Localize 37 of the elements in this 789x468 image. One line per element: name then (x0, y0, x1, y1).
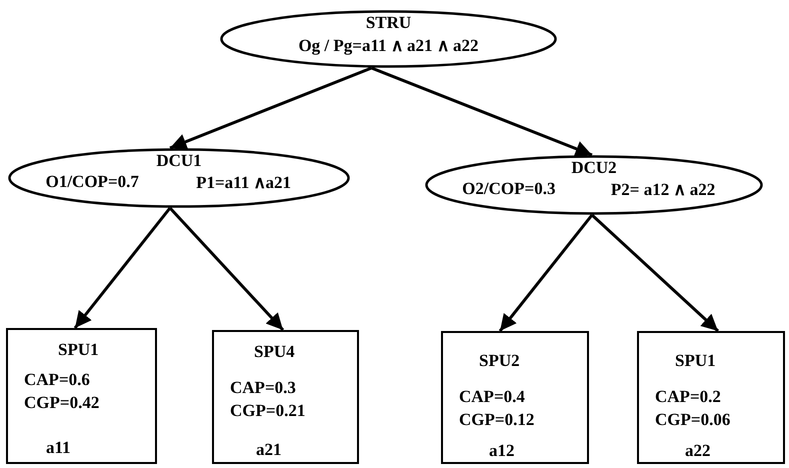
arrow (590, 214, 720, 332)
arrow (370, 66, 593, 157)
node-id: a22 (685, 441, 710, 461)
node-id: a21 (256, 440, 282, 460)
node-metric: CAP=0.2 (655, 387, 721, 407)
node-metric: CGP=0.42 (24, 393, 100, 413)
node-metric: CAP=0.4 (459, 387, 525, 407)
node-metric: CGP=0.06 (655, 410, 730, 430)
node-title: STRU (364, 13, 412, 33)
node-title: SPU4 (254, 342, 295, 362)
node-metric: CAP=0.6 (24, 370, 90, 390)
node-title: DCU1 (155, 151, 203, 171)
node-formula: P2= a12 ∧ a22 (610, 179, 716, 200)
node-formula: O2/COP=0.3 (462, 179, 556, 199)
node-metric: CGP=0.21 (230, 401, 306, 421)
process-box (637, 331, 785, 464)
node-title: SPU1 (58, 340, 99, 360)
arrow (169, 66, 372, 150)
node-formula: Og / Pg=a11 ∧ a21 ∧ a22 (297, 35, 480, 56)
node-formula: O1/COP=0.7 (46, 172, 139, 192)
arrow (498, 214, 594, 332)
node-title: SPU1 (675, 351, 716, 371)
ellipse-node (8, 148, 350, 208)
process-box (6, 328, 157, 464)
ellipse-node (220, 10, 557, 68)
node-id: a11 (46, 438, 71, 458)
node-metric: CAP=0.3 (230, 378, 296, 398)
node-id: a12 (489, 441, 514, 461)
node-title: DCU2 (570, 158, 618, 178)
process-box (441, 331, 589, 464)
node-title: SPU2 (479, 351, 520, 371)
process-box (212, 330, 359, 464)
arrow (74, 207, 172, 329)
ellipse-node (425, 155, 763, 215)
node-metric: CGP=0.12 (459, 410, 534, 430)
node-formula: P1=a11 ∧a21 (196, 172, 291, 193)
arrow (168, 206, 284, 332)
